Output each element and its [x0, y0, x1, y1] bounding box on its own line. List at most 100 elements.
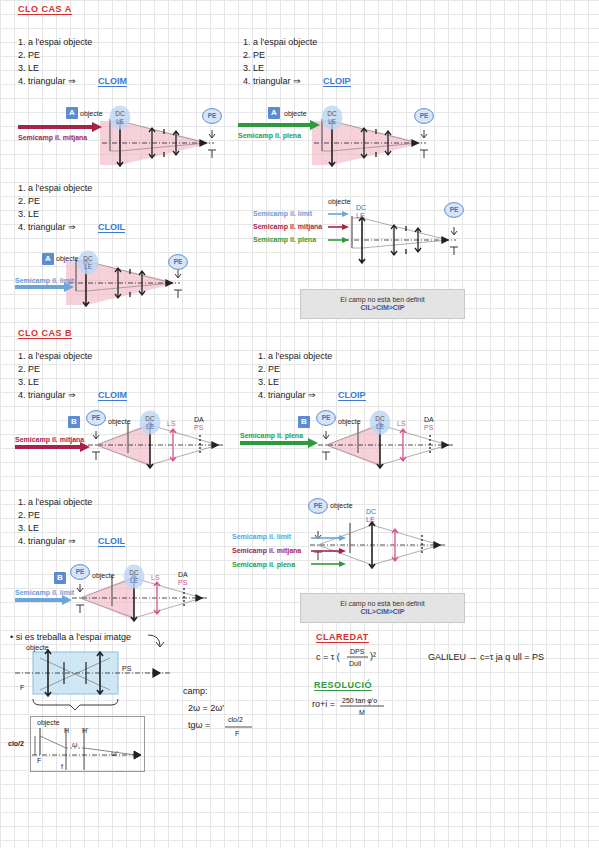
note-text: CIL>CIM>CIP [361, 608, 405, 616]
label-text: DPS [350, 648, 364, 656]
highlight-ellipse [110, 106, 131, 130]
label-text: 4. triangular ⇒ [18, 222, 76, 232]
field-arrow [15, 598, 64, 602]
arrow-head [308, 438, 318, 448]
label-text: 2. PE [18, 364, 40, 374]
stop-label: DC [83, 255, 92, 262]
label-text: 4. triangular ⇒ [18, 76, 76, 86]
label-text: LS [167, 420, 176, 428]
label-text: LS [151, 574, 160, 582]
label-text: objecte [284, 110, 307, 118]
arrow-head [342, 224, 349, 230]
label-text: DA [178, 571, 188, 579]
pupil-ellipse [169, 255, 188, 270]
stop-label: LE [328, 118, 336, 125]
stop-label: DC [145, 415, 154, 422]
label-text: 1. a l'espai objecte [258, 351, 332, 361]
image-space-telescope [15, 635, 170, 710]
stop-label: DC [129, 569, 138, 576]
label-text: 3. LE [18, 377, 39, 387]
case-badge: B [298, 416, 310, 428]
label-text: PS [178, 579, 187, 587]
arrow-head [342, 237, 349, 243]
label-text: PS [122, 665, 131, 673]
label-text: 2. PE [243, 50, 265, 60]
note-text: El camp no està ben definit [340, 296, 424, 304]
pupil-circle: PE [168, 254, 188, 270]
label-text: 2. PE [18, 50, 40, 60]
arrow-head [339, 561, 346, 567]
label-text: M [359, 709, 365, 717]
label-text: Semicamp il. mitjana [15, 436, 84, 444]
label-text: objecte [328, 198, 351, 206]
label-text: 1. a l'espai objecte [18, 351, 92, 361]
stop-label: LE [146, 423, 154, 430]
case-letter: A [45, 255, 51, 264]
label-text: objecte [26, 644, 49, 652]
label-text: Semicamp il. plena [232, 561, 295, 569]
pupil-ellipse [445, 203, 464, 218]
pupil-label: PE [92, 414, 101, 421]
label-text: 1. a l'espai objecte [18, 183, 92, 193]
highlight-ellipse [124, 565, 145, 589]
pupil-circle: PE [316, 410, 336, 426]
optics-label: ω [72, 741, 77, 749]
pupil-label: PE [208, 112, 217, 119]
case-badge: A [268, 107, 280, 119]
eye-symbol [134, 751, 141, 759]
case-badge: A [66, 107, 78, 119]
case-letter: B [301, 418, 307, 427]
fraction-bar [225, 727, 252, 728]
method-name: CLOIM [98, 390, 127, 401]
label-text: DC [356, 204, 366, 212]
label-text: LE [366, 516, 375, 524]
method-name: CLOIP [338, 390, 366, 401]
highlight-ellipse [140, 411, 161, 435]
ray-line [40, 736, 136, 755]
label-text: Semicamp il. plena [240, 432, 303, 440]
field-arrow [311, 537, 340, 539]
optical-system [310, 522, 445, 568]
note-box: El camp no està ben definitCIL>CIM>CIP [300, 593, 465, 623]
pupil-ellipse [415, 109, 434, 124]
pupil-ellipse [71, 565, 90, 580]
method-name: CLOIL [98, 222, 125, 233]
label-text: 2ω = 2ω' [188, 703, 224, 713]
pupil-circle: PE [86, 410, 106, 426]
stop-highlight: DCLE [321, 105, 343, 130]
fraction-bar [340, 706, 384, 707]
optics-label: H' [82, 727, 88, 735]
highlight-ellipse [322, 106, 343, 130]
case-letter: B [71, 418, 77, 427]
note-text: El camp no està ben definit [340, 600, 424, 608]
section-heading: RESOLUCIÓ [314, 680, 372, 691]
label-text: LE [356, 212, 365, 220]
field-arrow [18, 125, 94, 129]
pupil-ellipse [87, 411, 106, 426]
fraction-bar [347, 657, 368, 658]
label-text: 3. LE [18, 63, 39, 73]
section-heading: CLO CAS A [18, 4, 72, 15]
arrow-head [339, 548, 346, 554]
label-text: c = τ ( [316, 652, 340, 662]
label-text: 1. a l'espai objecte [18, 497, 92, 507]
label-text: 1. a l'espai objecte [243, 37, 317, 47]
label-text: 3. LE [243, 63, 264, 73]
label-text: 4. triangular ⇒ [18, 536, 76, 546]
pupil-label: PE [314, 502, 323, 509]
label-text: 3. LE [18, 209, 39, 219]
pupil-circle: PE [308, 498, 328, 514]
label-text: 1. a l'espai objecte [18, 37, 92, 47]
pupil-circle: PE [414, 108, 434, 124]
stop-highlight: DCLE [109, 105, 131, 130]
label-text: Dull [349, 660, 361, 668]
lens-symbol [45, 650, 51, 696]
pupil-ellipse [309, 499, 328, 514]
lens-symbol [97, 652, 103, 694]
optics-label: f [61, 763, 63, 771]
arrow-head [80, 442, 90, 452]
stop-label: DC [115, 110, 124, 117]
label-text: objecte [92, 572, 115, 580]
field-arrow [311, 563, 340, 565]
